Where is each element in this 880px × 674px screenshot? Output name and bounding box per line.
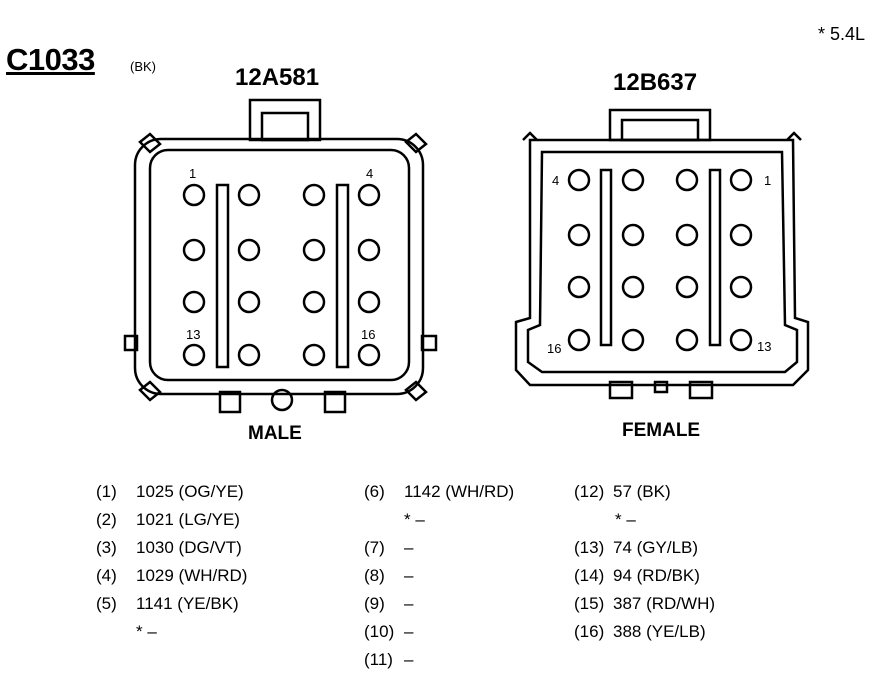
pin-circuit: 74 (GY/LB) [613, 538, 699, 557]
male-pin-cavities [182, 183, 381, 367]
pin-circuit: 1029 (WH/RD) [136, 566, 248, 585]
male-pin-label-16: 16 [361, 327, 375, 342]
pin-row: (13) 74 (GY/LB) [574, 534, 715, 562]
pin-circuit: 94 (RD/BK) [613, 566, 700, 585]
pin-row: (16) 388 (YE/LB) [574, 618, 715, 646]
pin-row: (5) 1141 (YE/BK) [96, 590, 247, 618]
pin-number: (9) [364, 594, 385, 613]
pin-circuit: 1141 (YE/BK) [136, 594, 239, 613]
pin-circuit: 57 (BK) [613, 482, 671, 501]
pin-row: (9)– [364, 590, 514, 618]
pin-number: (1) [96, 482, 117, 501]
pin-row: (4) 1029 (WH/RD) [96, 562, 247, 590]
pin-number: (15) [574, 594, 605, 613]
pin-row: (14) 94 (RD/BK) [574, 562, 715, 590]
pin-number: (10) [364, 622, 395, 641]
female-pin-label-4: 4 [552, 173, 559, 188]
male-pin-label-1: 1 [189, 166, 196, 181]
pin-number: (4) [96, 566, 117, 585]
pin-circuit: * – [404, 510, 425, 529]
pin-circuit: – [404, 566, 414, 585]
male-label: MALE [248, 423, 302, 444]
pin-number: (7) [364, 538, 385, 557]
pin-row: (1) 1025 (OG/YE) [96, 478, 247, 506]
pin-number: (2) [96, 510, 117, 529]
pin-number: (8) [364, 566, 385, 585]
pin-row: (3) 1030 (DG/VT) [96, 534, 247, 562]
male-pin-label-13: 13 [186, 327, 200, 342]
female-part-number: 12B637 [613, 69, 698, 96]
pin-row: (7)– [364, 534, 514, 562]
pin-row: (6) 1142 (WH/RD) [364, 478, 514, 506]
connector-id: C1033 [6, 42, 95, 77]
pin-circuit: 1142 (WH/RD) [404, 482, 515, 501]
female-pin-cavities [567, 168, 753, 352]
pin-number: (13) [574, 538, 605, 557]
pin-circuit: – [404, 594, 414, 613]
pin-number: (11) [364, 650, 393, 669]
pin-row: (11)– [364, 646, 514, 674]
pin-number: (16) [574, 622, 605, 641]
male-pin-label-4: 4 [366, 166, 373, 181]
male-connector-body [123, 98, 438, 414]
female-pin-label-16: 16 [547, 341, 561, 356]
pin-circuit: * – [615, 510, 636, 529]
pin-circuit: 1025 (OG/YE) [136, 482, 244, 501]
pin-circuit: – [404, 538, 414, 557]
pin-circuit: 387 (RD/WH) [613, 594, 716, 613]
pin-circuit: – [404, 622, 414, 641]
female-connector-body [514, 108, 810, 400]
pin-number: (6) [364, 482, 385, 501]
pin-circuit: – [404, 650, 414, 669]
pin-list-column-2: (6)1142 (WH/RD) * – (7)– (8)– (9)– (10)–… [364, 478, 514, 674]
pin-list-column-3: (12) 57 (BK) * – (13) 74 (GY/LB) (14) 94 (R… [574, 478, 715, 646]
pin-row: (8)– [364, 562, 514, 590]
pin-circuit: 1021 (LG/YE) [136, 510, 240, 529]
pin-number: (12) [574, 482, 605, 501]
pin-row: (2) 1021 (LG/YE) [96, 506, 247, 534]
pin-number: (14) [574, 566, 605, 585]
pin-row: (12) 57 (BK) [574, 478, 715, 506]
pin-circuit: 388 (YE/LB) [613, 622, 706, 641]
male-part-number: 12A581 [235, 64, 320, 91]
pin-circuit: 1030 (DG/VT) [136, 538, 242, 557]
pin-number: (5) [96, 594, 117, 613]
pin-row: (10)– [364, 618, 514, 646]
pin-number: (3) [96, 538, 117, 557]
female-label: FEMALE [622, 420, 701, 441]
pin-list-column-1: (1) 1025 (OG/YE) (2) 1021 (LG/YE) (3) 1030 … [96, 478, 247, 646]
female-pin-label-1: 1 [764, 173, 771, 188]
pin-circuit: * – [136, 622, 157, 641]
pin-row-note: * – [574, 506, 715, 534]
pin-row-note: * – [364, 506, 514, 534]
female-pin-label-13: 13 [757, 339, 771, 354]
pin-row: (15) 387 (RD/WH) [574, 590, 715, 618]
engine-note: * 5.4L [818, 24, 866, 44]
connector-color: (BK) [130, 59, 156, 74]
pin-row-note: * – [96, 618, 247, 646]
